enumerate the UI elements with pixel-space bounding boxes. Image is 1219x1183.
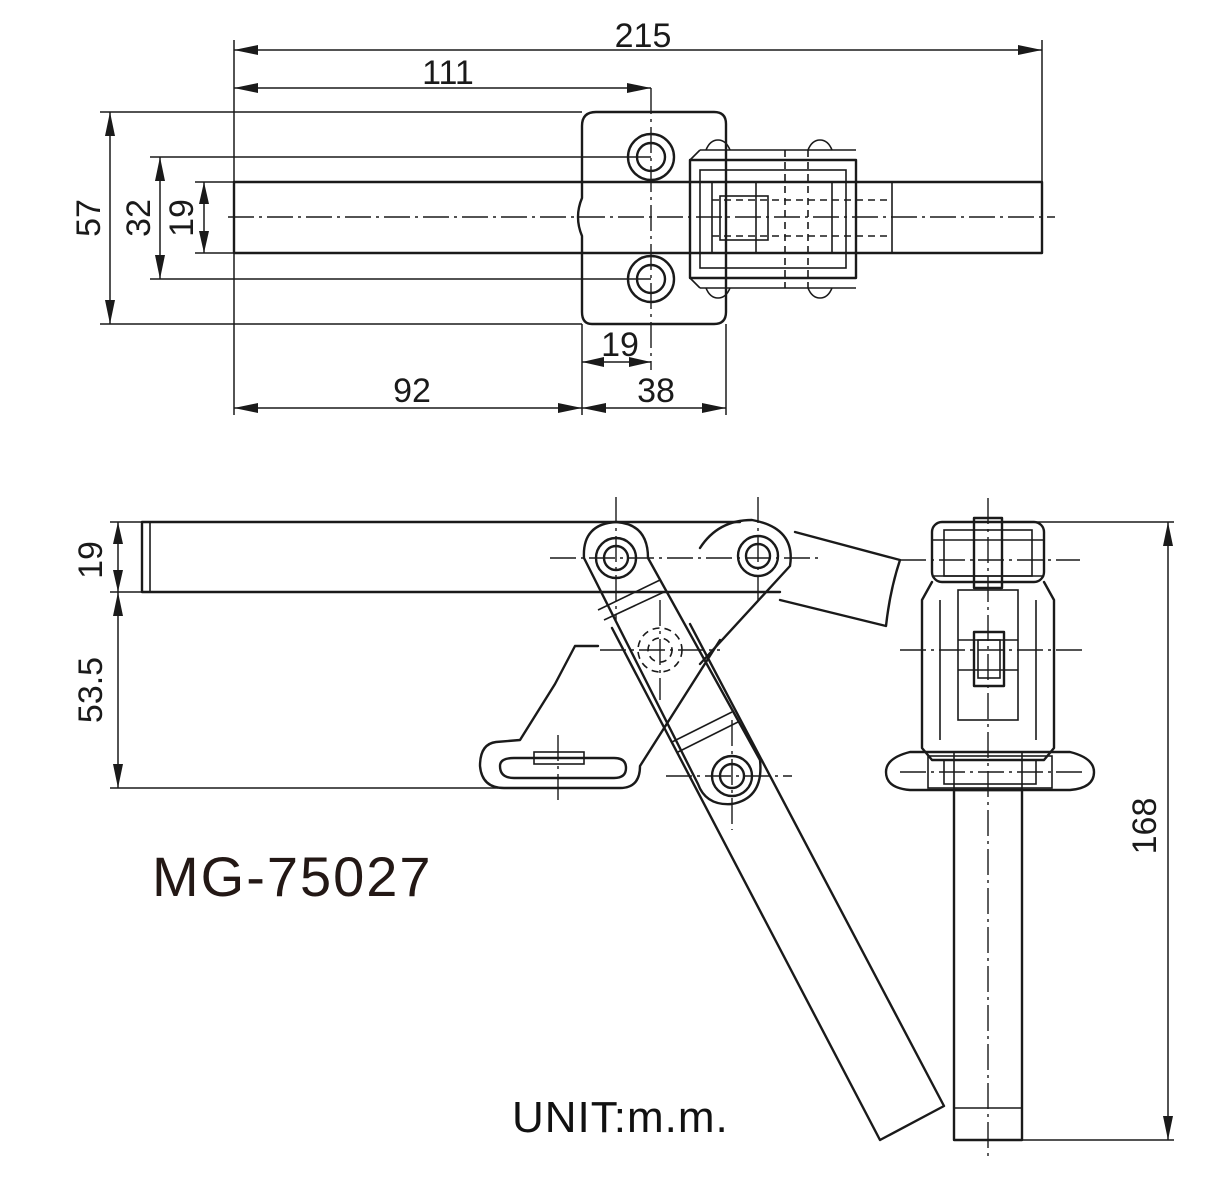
end-view [884,498,1096,1158]
side-view [140,497,946,1142]
top-view-clamp-head [688,158,858,280]
dimension-label-215: 215 [615,17,672,55]
dimension-label-19: 19 [163,199,201,237]
side-view-handle [610,622,946,1142]
side-view-dimensions: 19 53.5 [72,521,498,789]
top-view-mounting-plate [576,110,728,326]
model-number: MG-75027 [152,845,433,908]
end-view-flange [884,750,1096,792]
dimension-label-92: 92 [393,372,431,410]
dimension-label-32: 32 [120,199,158,237]
top-view [228,88,1055,370]
side-view-mounting-slot [498,756,628,780]
dimension-label-168: 168 [1126,798,1164,855]
dimension-label-111: 111 [422,54,474,92]
side-view-arm-stub [778,530,902,628]
top-view-clamp-head-inner [699,169,847,269]
dimension-label-side-19: 19 [72,541,110,579]
side-view-bar [140,520,782,594]
side-view-base-body [478,638,722,790]
top-view-dimensions: 215 111 57 32 19 19 92 38 [70,17,1043,415]
side-view-link-lower [582,520,762,806]
dimension-label-38: 38 [637,372,675,410]
dimension-label-53-5: 53.5 [72,657,110,723]
end-view-dimensions: 168 [1002,521,1174,1141]
side-view-link-upper [698,518,792,666]
dimension-label-19-offset: 19 [601,326,639,364]
dimension-label-57: 57 [70,199,108,237]
unit-label: UNIT:m.m. [512,1093,729,1142]
end-view-slider [972,630,1006,688]
